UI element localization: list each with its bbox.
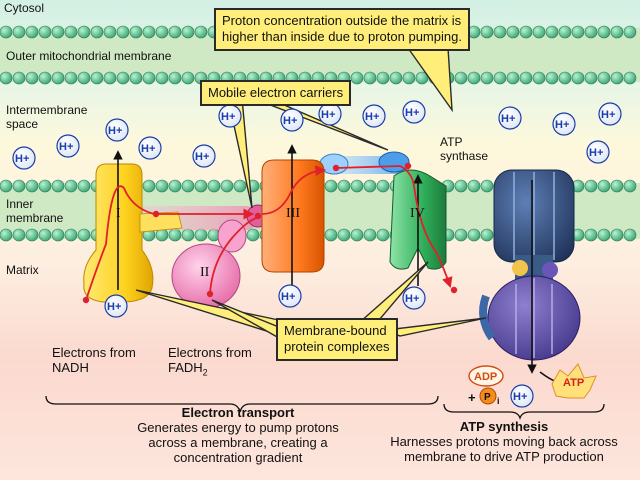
svg-text:H+: H+	[107, 301, 121, 313]
h-ion: H+	[105, 118, 129, 142]
svg-text:H+: H+	[365, 111, 379, 123]
adp-molecule: ADP	[468, 365, 504, 387]
atp-synthase	[479, 169, 581, 361]
h-ion: H+	[12, 146, 36, 170]
intermembrane-label: Intermembrane space	[6, 103, 88, 131]
electrons-from-nadh-label: Electrons from NADH	[52, 345, 136, 375]
svg-text:H+: H+	[321, 109, 335, 121]
svg-text:H+: H+	[141, 143, 155, 155]
membrane-bound-callout: Membrane-bound protein complexes	[276, 318, 398, 361]
h-ion: H+	[138, 136, 162, 160]
h-ion: H+	[56, 134, 80, 158]
svg-text:H+: H+	[555, 119, 569, 131]
svg-text:H+: H+	[108, 125, 122, 137]
svg-text:H+: H+	[281, 291, 295, 303]
svg-text:H+: H+	[195, 151, 209, 163]
svg-text:H+: H+	[59, 141, 73, 153]
svg-text:H+: H+	[405, 107, 419, 119]
svg-text:H+: H+	[589, 147, 603, 159]
matrix-label: Matrix	[6, 263, 39, 277]
phosphate-molecule: P i	[479, 387, 500, 406]
atp-synthase-label: ATP synthase	[440, 135, 489, 163]
complex-iii	[261, 159, 325, 273]
outer-membrane-label: Outer mitochondrial membrane	[6, 49, 172, 63]
h-ion: H+	[598, 102, 622, 126]
electron-transport-section: Electron transport Generates energy to p…	[60, 405, 416, 466]
electron-transport-brace	[45, 395, 439, 413]
complex-ii-label: II	[200, 265, 210, 280]
atp-synthesis-title: ATP synthesis	[459, 419, 549, 434]
svg-text:H+: H+	[283, 115, 297, 127]
h-ion: H+	[552, 112, 576, 136]
h-ion: H+	[104, 294, 128, 318]
svg-text:H+: H+	[501, 113, 515, 125]
h-ion: H+	[402, 286, 426, 310]
mobile-carriers-callout: Mobile electron carriers	[200, 80, 352, 107]
inner-membrane-label: Inner membrane	[6, 197, 64, 225]
h-ion: H+	[586, 140, 610, 164]
proton-arrows	[113, 144, 564, 389]
h-ion: H+	[362, 104, 386, 128]
complex-i-label: I	[116, 206, 121, 221]
cytosol-label: Cytosol	[4, 1, 45, 15]
complex-iii-label: III	[286, 206, 300, 221]
h-ion: H+	[402, 100, 426, 124]
atp-synthesis-brace	[443, 403, 605, 421]
h-ion: H+	[510, 384, 534, 408]
svg-text:H+: H+	[405, 293, 419, 305]
h-ion: H+	[280, 108, 304, 132]
atp-molecule: ATP	[551, 363, 597, 399]
complex-iv-label: IV	[410, 206, 425, 221]
electron-dots	[82, 162, 458, 304]
svg-text:ADP: ADP	[474, 371, 497, 383]
plus-sign: +	[468, 390, 476, 405]
svg-text:P: P	[484, 392, 491, 403]
electrons-from-fadh2-label: Electrons from FADH2	[168, 345, 252, 378]
atp-synthesis-section: ATP synthesis Harnesses protons moving b…	[372, 419, 636, 465]
h-ion: H+	[318, 102, 342, 126]
proton-concentration-callout: Proton concentration outside the matrix …	[214, 8, 470, 51]
h-ion: H+	[278, 284, 302, 308]
svg-text:i: i	[497, 396, 500, 406]
svg-text:H+: H+	[15, 153, 29, 165]
svg-text:ATP: ATP	[563, 377, 584, 389]
electron-transport-title: Electron transport	[181, 405, 295, 420]
h-ion: H+	[218, 104, 242, 128]
svg-text:H+: H+	[601, 109, 615, 121]
h-ion: H+	[498, 106, 522, 130]
electron-path	[85, 165, 453, 301]
h-ion: H+	[192, 144, 216, 168]
svg-text:H+: H+	[513, 391, 527, 403]
svg-text:H+: H+	[221, 111, 235, 123]
